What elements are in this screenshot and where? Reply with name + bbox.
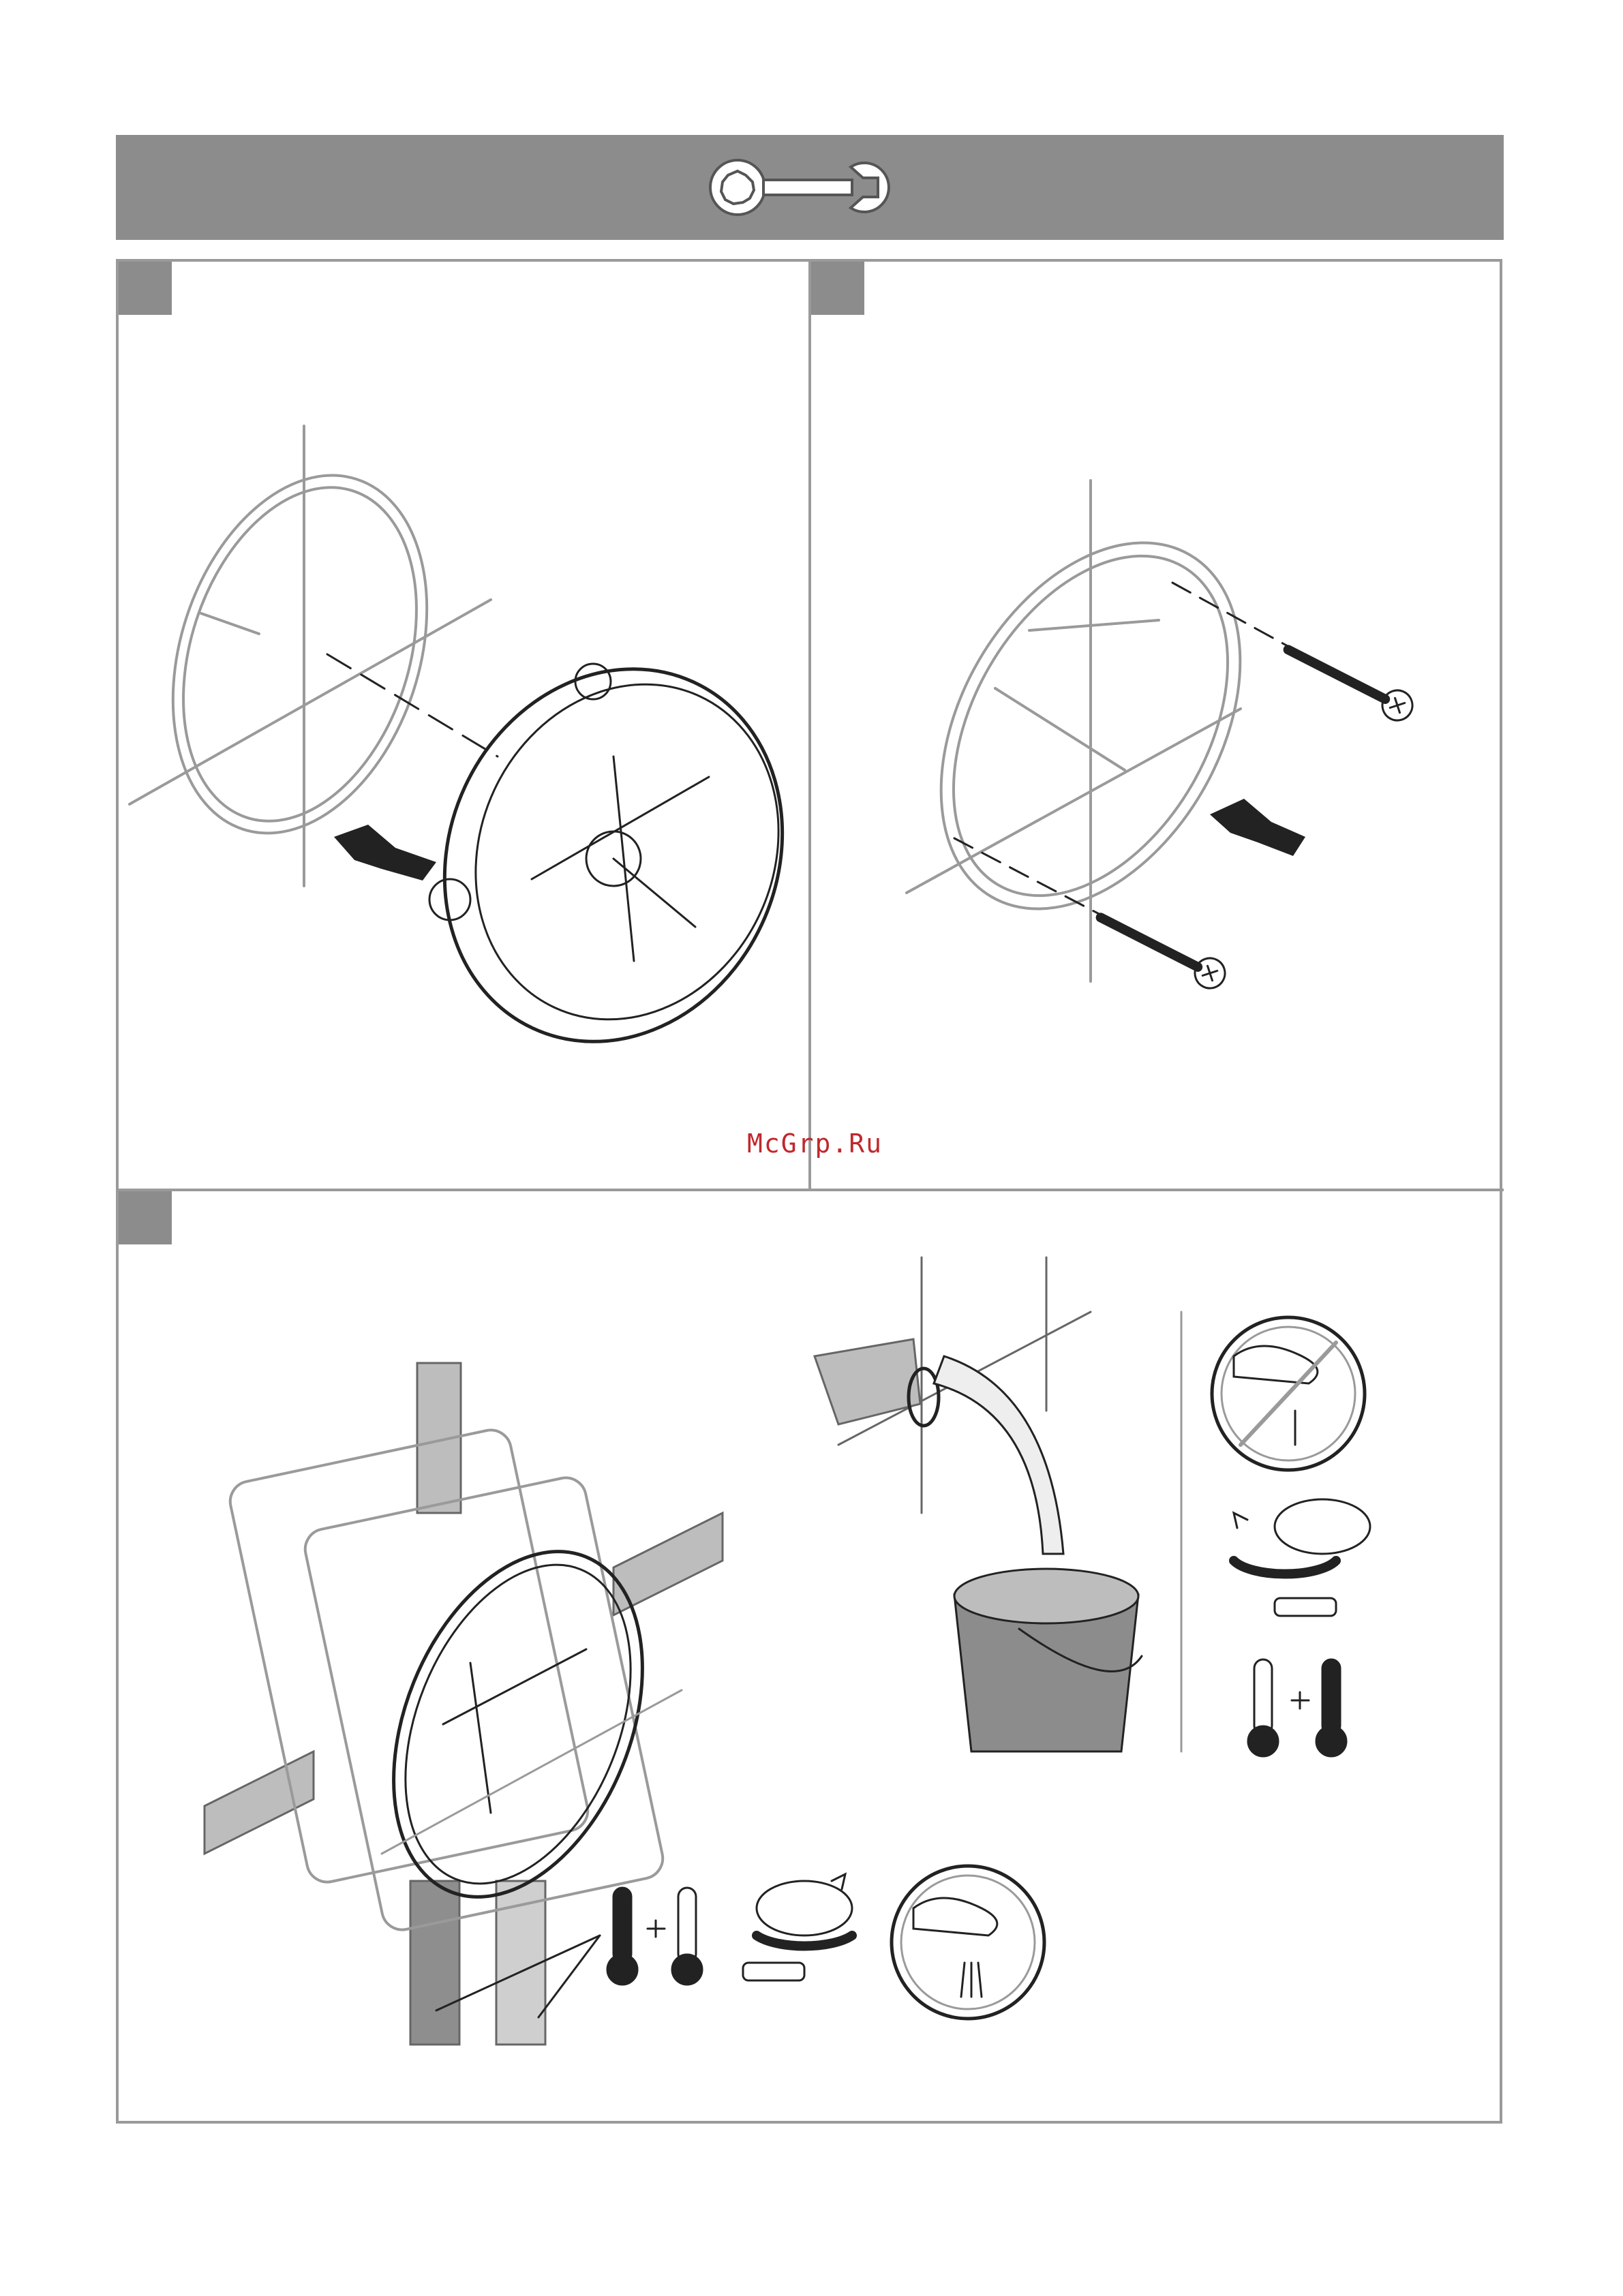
watermark: McGrp.Ru: [747, 1129, 883, 1159]
step-2-illustration: [879, 480, 1417, 994]
bucket-flush-illustration: [815, 1257, 1142, 1751]
thermometer-cold-icon-2: [1248, 1659, 1278, 1756]
thermometer-hot-icon: [607, 1888, 637, 1985]
thermometer-cold-icon: [672, 1888, 702, 1985]
step-3-illustration: [204, 1257, 1370, 2045]
step-1-illustration: [130, 426, 843, 1097]
rotate-filter-icon-2: [1234, 1499, 1370, 1616]
thermometer-hot-icon-2: [1316, 1659, 1346, 1756]
water-flow-icon: [892, 1866, 1044, 2019]
no-water-icon: [1212, 1317, 1365, 1470]
rotate-filter-icon: [743, 1874, 852, 1980]
